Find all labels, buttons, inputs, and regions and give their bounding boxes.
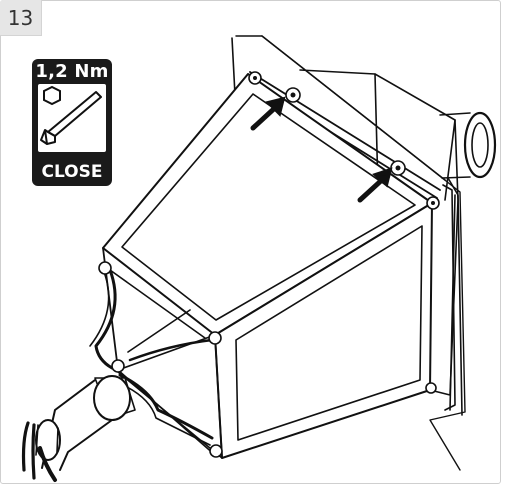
tool-icon-area bbox=[38, 84, 106, 152]
action-label-bar: CLOSE bbox=[32, 158, 112, 186]
nut-bottom bbox=[209, 444, 223, 458]
arrow-pointer-icon bbox=[357, 167, 393, 203]
mounting-plate bbox=[235, 35, 466, 471]
hexagon-nut-icon bbox=[43, 85, 61, 106]
tool-instruction-card: 1,2 Nm CLOSE bbox=[32, 59, 112, 186]
step-frame bbox=[0, 0, 501, 484]
allen-key-icon bbox=[40, 91, 102, 145]
support-arm-lower bbox=[118, 373, 214, 440]
nut-left-lower bbox=[111, 359, 125, 373]
rear-cap bbox=[463, 111, 497, 179]
torque-value: 1,2 Nm bbox=[35, 60, 109, 82]
action-label: CLOSE bbox=[41, 162, 103, 182]
torque-label-bar: 1,2 Nm bbox=[32, 59, 112, 83]
step-number: 13 bbox=[7, 5, 34, 30]
step-number-badge: 13 bbox=[0, 0, 42, 36]
support-arm-left bbox=[94, 268, 117, 370]
nut-front-right bbox=[425, 382, 437, 394]
arrow-pointer-icon bbox=[250, 96, 286, 131]
nut-left-upper bbox=[98, 261, 112, 275]
support-arm-right bbox=[128, 338, 214, 362]
power-cable bbox=[21, 421, 36, 480]
nut-middle bbox=[208, 331, 222, 345]
